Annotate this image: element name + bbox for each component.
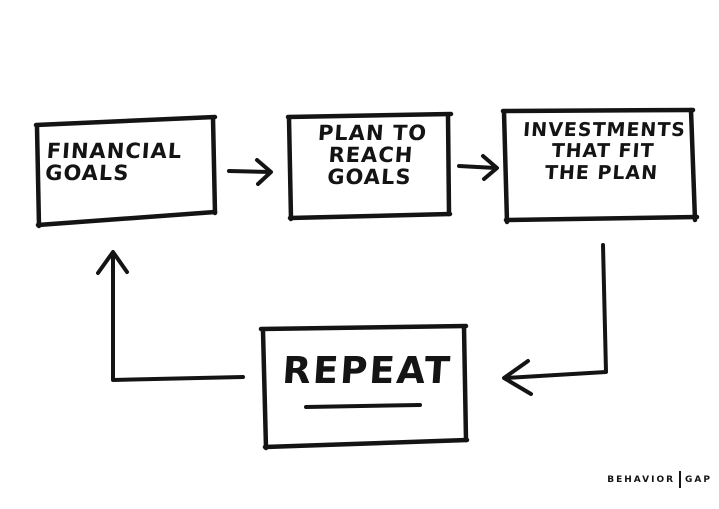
arrow-repeat-to-goals [96, 250, 245, 382]
repeat-underline [304, 403, 422, 409]
box-investments [500, 107, 700, 225]
label-financial-goals: Financial Goals [44, 139, 184, 186]
brand-logo: Behavior Gap [560, 471, 712, 488]
box-financial-goals [33, 114, 218, 229]
arrow-plan-to-investments [457, 154, 499, 181]
arrow-investments-to-repeat [502, 243, 608, 396]
brand-left: Behavior [607, 474, 676, 485]
box-repeat [258, 323, 470, 451]
brand-separator [679, 471, 682, 488]
label-investments: Investments That Fit The Plan [522, 119, 687, 184]
arrow-goals-to-plan [227, 158, 273, 186]
label-repeat: Repeat [280, 349, 454, 392]
brand-right: Gap [685, 474, 712, 485]
box-plan [285, 111, 454, 222]
label-plan-to-reach-goals: Plan to Reach Goals [317, 121, 428, 190]
